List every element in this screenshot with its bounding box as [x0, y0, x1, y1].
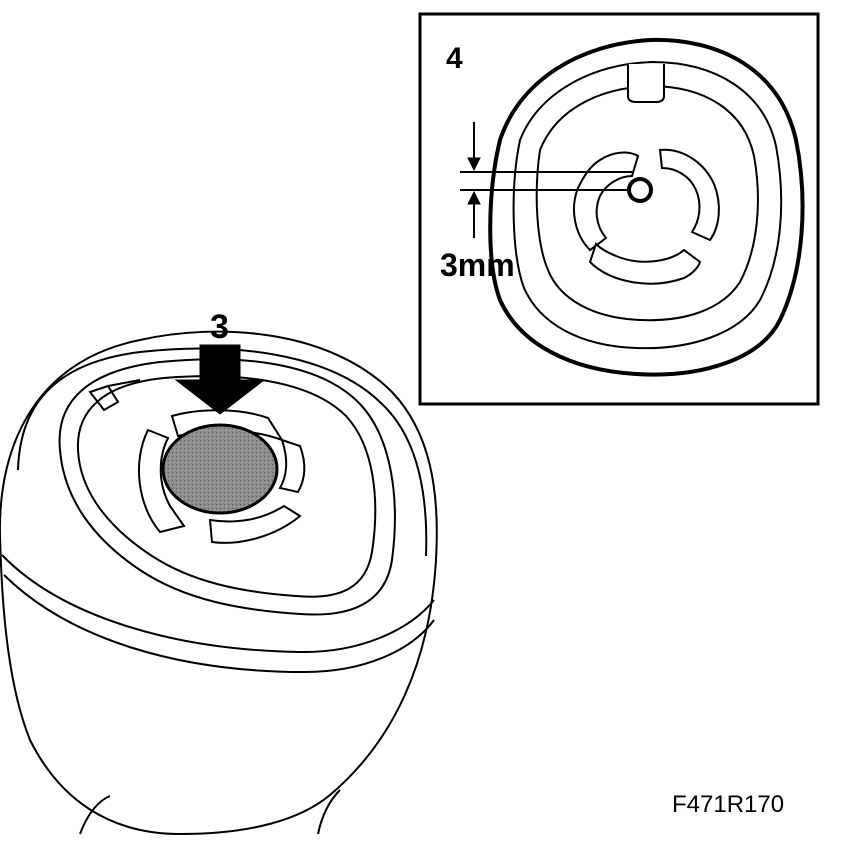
neck-line-right: [317, 789, 341, 835]
neck-line-left: [79, 795, 111, 835]
inset-slot-left: [573, 151, 640, 252]
inset-center-pin: [627, 177, 653, 203]
rim-notch: [88, 384, 120, 412]
rim-notch-edge: [107, 379, 141, 387]
inset-top-slot: [627, 64, 665, 103]
knob-body-outline: [0, 330, 438, 836]
clip-segment-left: [137, 428, 186, 534]
inset-frame: [418, 12, 820, 406]
figure-id: F471R170: [672, 791, 784, 818]
clip-segment-bottom: [208, 504, 302, 544]
inset-slot-right: [658, 148, 720, 242]
inset-detail: 4 3mm: [418, 12, 820, 406]
dimension-label: 3mm: [440, 247, 515, 283]
main-view: [0, 330, 438, 836]
inset-outer-rim: [488, 37, 805, 377]
press-arrow: [174, 344, 266, 415]
dimension-arrow-bottom-head: [467, 190, 481, 205]
callout-step-4: 4: [446, 42, 463, 75]
top-face-outer-ring: [58, 358, 396, 616]
top-face-inner-ring: [76, 375, 377, 598]
rim-band-line-lower: [3, 574, 435, 674]
rim-band-line-upper: [1, 554, 435, 654]
dimension-arrow-top-head: [467, 157, 481, 172]
knob-top-face: [58, 358, 396, 616]
rim-outer-contour: [17, 347, 428, 557]
inset-slot-bottom: [588, 242, 702, 285]
center-cap: [161, 423, 279, 515]
inset-inner-ring-1: [512, 60, 783, 350]
clip-segment-right: [278, 438, 306, 494]
callout-step-3: 3: [210, 308, 229, 346]
